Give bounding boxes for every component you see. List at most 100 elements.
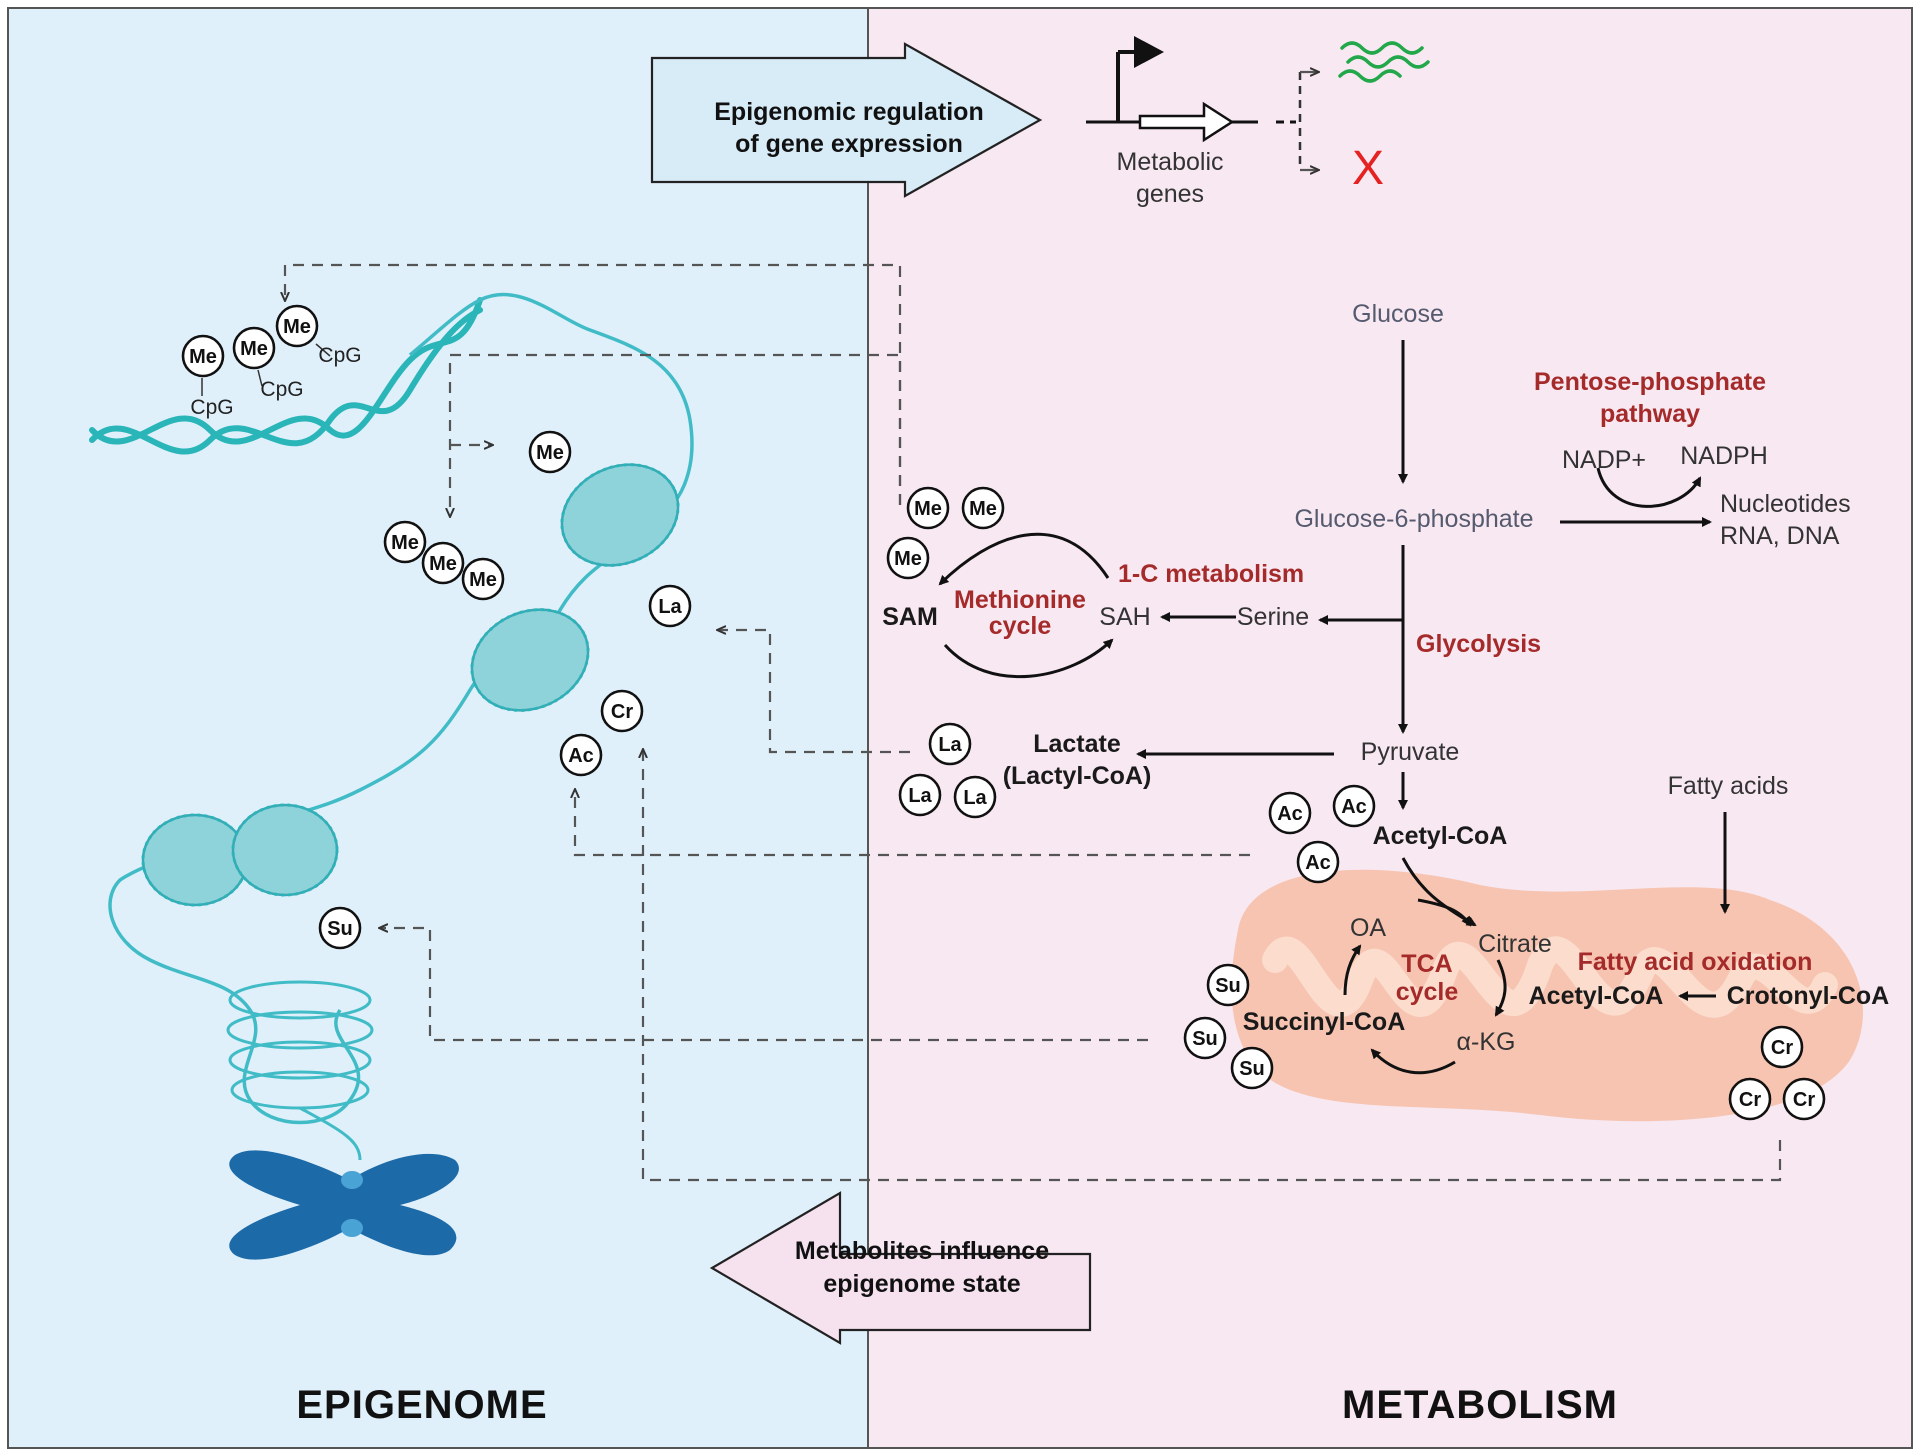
epigenome-panel: [7, 7, 869, 1449]
glucose-label: Glucose: [1352, 300, 1444, 328]
fatty-acids-label: Fatty acids: [1668, 772, 1789, 800]
sam-label: SAM: [882, 603, 938, 631]
badge-me-2: Me: [232, 326, 276, 370]
svg-text:Me: Me: [283, 316, 311, 338]
svg-text:Su: Su: [1239, 1058, 1265, 1080]
badge-me-4: Me: [528, 430, 572, 474]
svg-text:Me: Me: [894, 548, 922, 570]
cpg-label-3: CpG: [318, 344, 361, 367]
ppp-title-2: pathway: [1600, 400, 1700, 428]
badge-me-8: Me: [906, 486, 950, 530]
mitochondrion-icon: [1231, 869, 1864, 1122]
chromatin-coil: [226, 980, 374, 1161]
lactyl-coa-label: (Lactyl-CoA): [1003, 762, 1152, 790]
metabolism-panel: [867, 7, 1913, 1449]
badge-su-3: Su: [1183, 1016, 1227, 1060]
crotonyl-coa-label: Crotonyl-CoA: [1727, 982, 1889, 1010]
feedback-dashed-lines: [285, 263, 1782, 1182]
svg-text:Ac: Ac: [1341, 796, 1367, 818]
bottom-arrow-line1: Metabolites influence: [795, 1237, 1049, 1265]
cpg-label-2: CpG: [260, 378, 303, 401]
sah-label: SAH: [1099, 603, 1150, 631]
badge-cr-4: Cr: [1782, 1077, 1826, 1121]
svg-text:Cr: Cr: [1771, 1037, 1793, 1059]
metabolic-genes-label-1: Metabolic: [1117, 148, 1224, 176]
badge-la-3: La: [898, 773, 942, 817]
nucleotides-label: Nucleotides: [1720, 490, 1851, 518]
chromosome-icon: [229, 1150, 459, 1260]
badge-ac-4: Ac: [1296, 840, 1340, 884]
badge-la-1: La: [648, 584, 692, 628]
methionine-cycle-2: cycle: [989, 612, 1052, 640]
badge-ac-3: Ac: [1332, 784, 1376, 828]
metabolic-genes-label-2: genes: [1136, 180, 1204, 208]
metabolism-title: METABOLISM: [1342, 1383, 1618, 1427]
epigenome-title: EPIGENOME: [296, 1383, 547, 1427]
top-arrow-line1: Epigenomic regulation: [714, 98, 983, 126]
acetyl-coa-label: Acetyl-CoA: [1373, 822, 1508, 850]
svg-text:Me: Me: [391, 532, 419, 554]
badge-cr-3: Cr: [1728, 1077, 1772, 1121]
svg-text:Me: Me: [429, 553, 457, 575]
nadp-label: NADP+: [1562, 446, 1646, 474]
badge-ac-1: Ac: [559, 733, 603, 777]
citrate-label: Citrate: [1478, 930, 1552, 958]
svg-text:Me: Me: [240, 338, 268, 360]
svg-text:Me: Me: [536, 442, 564, 464]
serine-label: Serine: [1237, 603, 1309, 631]
svg-text:La: La: [658, 596, 682, 618]
epigenomic-regulation-arrow: [650, 42, 1043, 198]
svg-text:Me: Me: [914, 498, 942, 520]
glycolysis-label: Glycolysis: [1416, 630, 1541, 658]
badge-ac-2: Ac: [1268, 791, 1312, 835]
badge-me-5: Me: [383, 520, 427, 564]
tca-cycle-arrows: [1343, 857, 1507, 1075]
badge-me-6: Me: [421, 541, 465, 585]
pyruvate-label: Pyruvate: [1361, 738, 1460, 766]
oa-label: OA: [1350, 914, 1386, 942]
badge-cr-2: Cr: [1760, 1025, 1804, 1069]
badge-me-9: Me: [961, 486, 1005, 530]
svg-text:Ac: Ac: [568, 745, 594, 767]
svg-text:La: La: [963, 787, 987, 809]
expression-off-mark: X: [1352, 142, 1384, 195]
nucleosome-2: [470, 608, 590, 712]
ppp-title-1: Pentose-phosphate: [1534, 368, 1766, 396]
tca-label-2: cycle: [1396, 978, 1459, 1006]
svg-text:La: La: [938, 734, 962, 756]
fao-label: Fatty acid oxidation: [1578, 948, 1813, 976]
badge-su-2: Su: [1206, 963, 1250, 1007]
akg-label: α-KG: [1457, 1028, 1516, 1056]
methionine-cycle-arrows: [938, 532, 1114, 679]
svg-text:Su: Su: [1192, 1028, 1218, 1050]
svg-text:Me: Me: [969, 498, 997, 520]
svg-text:La: La: [908, 785, 932, 807]
one-carbon-label: 1-C metabolism: [1118, 560, 1304, 588]
tca-label-1: TCA: [1401, 950, 1452, 978]
svg-text:Su: Su: [327, 918, 353, 940]
badge-me-3: Me: [275, 304, 319, 348]
metabolic-gene-icon: [1086, 36, 1318, 170]
nucleosome-4: [231, 803, 339, 897]
metabolites-influence-arrow: [709, 1191, 1092, 1345]
svg-text:Su: Su: [1215, 975, 1241, 997]
nadph-label: NADPH: [1680, 442, 1768, 470]
svg-text:Cr: Cr: [611, 701, 633, 723]
glycolysis-arrows: [1136, 340, 1730, 1001]
g6p-label: Glucose-6-phosphate: [1294, 505, 1533, 533]
methionine-cycle-1: Methionine: [954, 586, 1086, 614]
mrna-icon: [1338, 41, 1430, 83]
nucleosome-1: [560, 463, 680, 567]
cpg-label-1: CpG: [190, 396, 233, 419]
svg-text:Cr: Cr: [1739, 1089, 1761, 1111]
badge-me-10: Me: [886, 536, 930, 580]
badge-su-4: Su: [1230, 1046, 1274, 1090]
succinyl-coa-label: Succinyl-CoA: [1243, 1008, 1406, 1036]
rna-dna-label: RNA, DNA: [1720, 522, 1840, 550]
nucleosome-3: [141, 813, 249, 907]
bottom-arrow-line2: epigenome state: [823, 1270, 1020, 1298]
svg-text:Ac: Ac: [1277, 803, 1303, 825]
cpg-sites: [201, 343, 331, 396]
